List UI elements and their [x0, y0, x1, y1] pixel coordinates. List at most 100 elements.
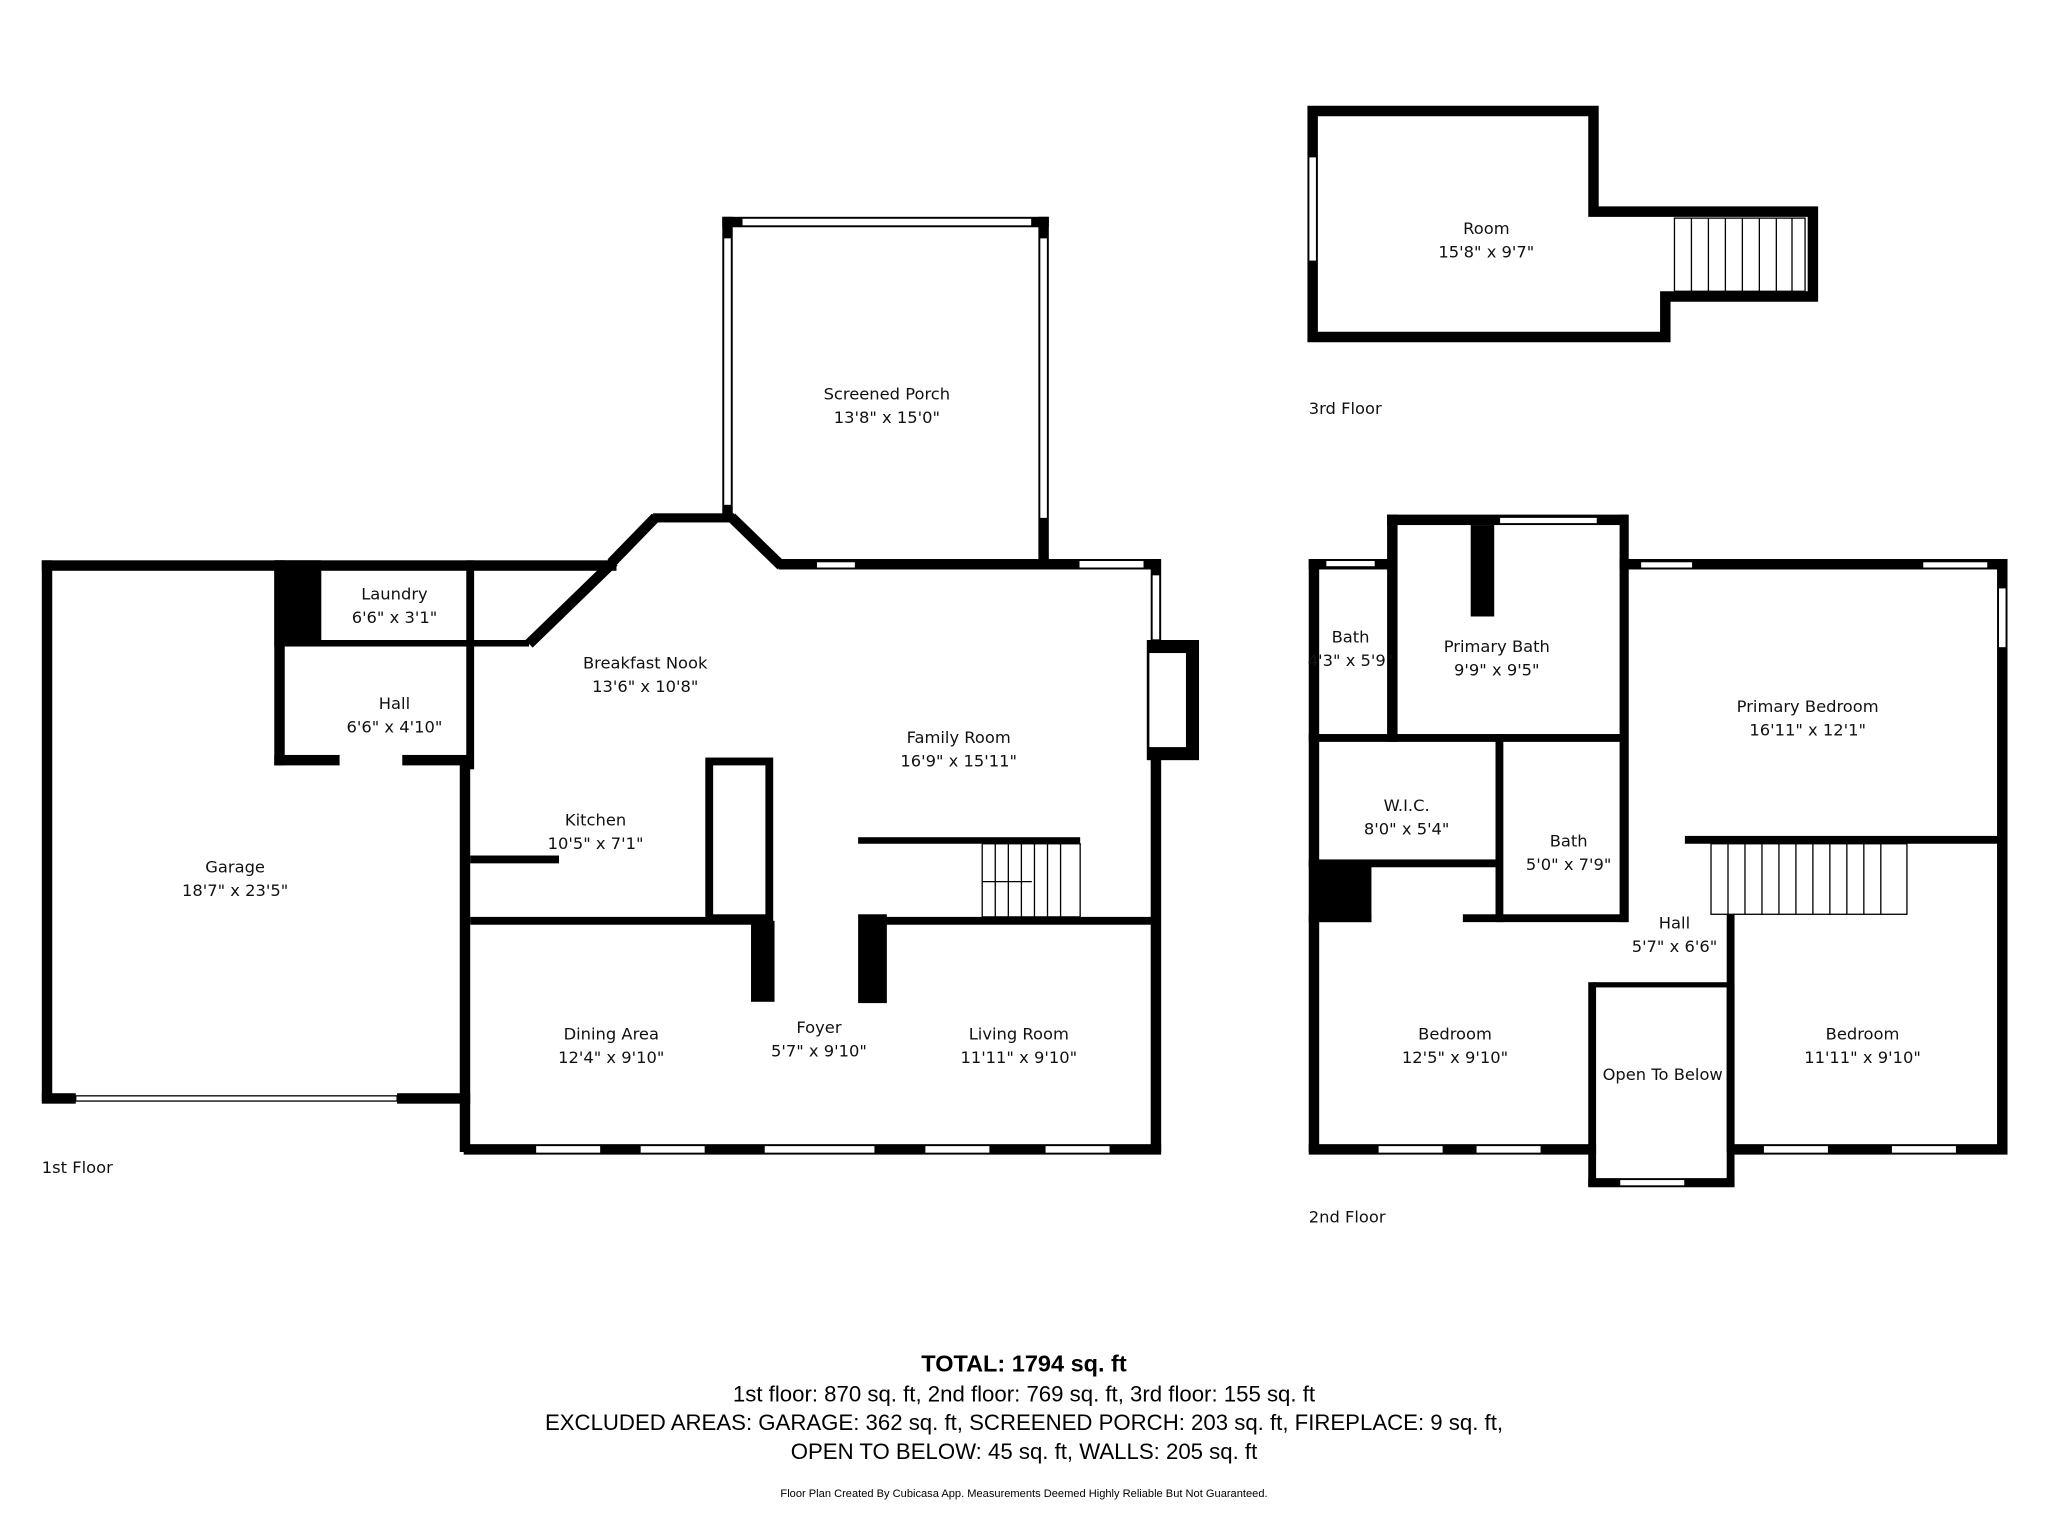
window — [1325, 559, 1376, 568]
wall — [884, 916, 1159, 925]
room-size: 18'7" x 23'5" — [182, 881, 288, 900]
wall — [1462, 914, 1628, 923]
floor-label: 1st Floor — [42, 1158, 113, 1177]
window — [1498, 516, 1599, 525]
area-summary: TOTAL: 1794 sq. ft 1st floor: 870 sq. ft… — [545, 1350, 1503, 1499]
floor-label: 3rd Floor — [1309, 399, 1382, 418]
window — [815, 560, 857, 569]
front-door — [763, 1144, 876, 1154]
window — [1639, 560, 1694, 569]
wall — [778, 559, 1160, 570]
wall — [1729, 1144, 2008, 1155]
room-name: Open To Below — [1603, 1065, 1723, 1084]
window — [1078, 559, 1145, 569]
wall — [41, 560, 617, 571]
wall — [653, 513, 735, 523]
wall — [1308, 859, 1500, 868]
wall — [1308, 914, 1372, 923]
room-size: 5'7" x 6'6" — [1632, 937, 1718, 956]
wall — [402, 754, 471, 766]
wall — [1316, 864, 1372, 923]
wall — [1997, 559, 2008, 1152]
stairs-icon — [1673, 217, 1806, 292]
window — [924, 1144, 991, 1154]
room-size: 5'7" x 9'10" — [771, 1042, 867, 1061]
wall — [274, 754, 340, 766]
disclaimer: Floor Plan Created By Cubicasa App. Meas… — [780, 1488, 1267, 1500]
room-name: Primary Bath — [1444, 637, 1550, 656]
window — [639, 1144, 706, 1154]
room-size: 11'11" x 9'10" — [1804, 1048, 1921, 1067]
wall — [751, 920, 775, 1002]
room-name: Bedroom — [1418, 1025, 1492, 1044]
porch-screen — [741, 217, 1033, 227]
room-name: Room — [1463, 219, 1509, 238]
room-name: Hall — [379, 694, 410, 713]
window — [1377, 1144, 1444, 1154]
total-area: TOTAL: 1794 sq. ft — [921, 1350, 1127, 1376]
room-labels: Garage 18'7" x 23'5" Laundry 6'6" x 3'1"… — [42, 219, 1921, 1227]
room-size: 6'6" x 3'1" — [352, 608, 438, 627]
room-name: Dining Area — [564, 1025, 659, 1044]
second-floor-plan — [1308, 514, 2008, 1188]
wall — [459, 760, 471, 1152]
wall — [1150, 559, 1162, 1152]
wall — [1308, 734, 1628, 742]
wall — [1619, 514, 1629, 923]
room-name: Foyer — [796, 1018, 841, 1037]
wall — [397, 1093, 471, 1104]
wall — [320, 640, 529, 647]
room-name: Bath — [1332, 628, 1370, 647]
room-name: Family Room — [907, 728, 1011, 747]
window — [1762, 1144, 1830, 1154]
room-name: Kitchen — [565, 810, 626, 829]
garage-door — [75, 1095, 398, 1102]
wall — [1308, 559, 1320, 1152]
wall — [274, 560, 285, 766]
first-floor-plan — [41, 216, 1200, 1155]
room-name: Bedroom — [1826, 1025, 1900, 1044]
wall — [41, 560, 53, 1102]
room-name: Screened Porch — [824, 385, 951, 404]
window — [1890, 1144, 1958, 1154]
excluded-areas: EXCLUDED AREAS: GARAGE: 362 sq. ft, SCRE… — [545, 1410, 1503, 1435]
wall — [727, 513, 785, 570]
fireplace-hearth — [1149, 653, 1186, 748]
room-name: Hall — [1659, 914, 1690, 933]
room-size: 13'6" x 10'8" — [592, 677, 698, 696]
window — [1044, 1144, 1111, 1154]
wall — [41, 1093, 76, 1104]
room-size: 16'9" x 15'11" — [900, 752, 1017, 771]
room-size: 4'3" x 5'9" — [1308, 651, 1394, 670]
wall — [1588, 982, 1597, 1186]
floor-areas: 1st floor: 870 sq. ft, 2nd floor: 769 sq… — [733, 1381, 1315, 1406]
window — [1921, 560, 1989, 569]
room-size: 10'5" x 7'1" — [548, 834, 644, 853]
window — [1997, 587, 2007, 649]
porch-screen — [722, 237, 733, 507]
room-name: Primary Bedroom — [1737, 697, 1879, 716]
wall — [1308, 1144, 1597, 1155]
room-size: 15'8" x 9'7" — [1438, 242, 1534, 261]
room-name: Laundry — [361, 585, 428, 604]
window — [1475, 1144, 1542, 1154]
wall — [1684, 835, 1999, 844]
wall — [1307, 105, 1819, 343]
room-size: 12'4" x 9'10" — [558, 1048, 664, 1067]
room-size: 16'11" x 12'1" — [1749, 720, 1866, 739]
room-size: 12'5" x 9'10" — [1402, 1048, 1508, 1067]
room-size: 6'6" x 4'10" — [346, 718, 442, 737]
window — [1618, 1178, 1686, 1187]
room-size: 9'9" x 9'5" — [1454, 660, 1540, 679]
wall — [858, 914, 887, 1004]
room-size: 5'0" x 7'9" — [1526, 855, 1612, 874]
closet-interior — [713, 765, 766, 915]
room-name: W.I.C. — [1384, 796, 1430, 815]
wall — [607, 513, 660, 567]
porch-screen — [1039, 237, 1049, 520]
room-name: Bath — [1550, 831, 1588, 850]
room-name: Garage — [205, 857, 265, 876]
window — [1308, 156, 1318, 262]
stairs-icon — [1710, 843, 1908, 915]
